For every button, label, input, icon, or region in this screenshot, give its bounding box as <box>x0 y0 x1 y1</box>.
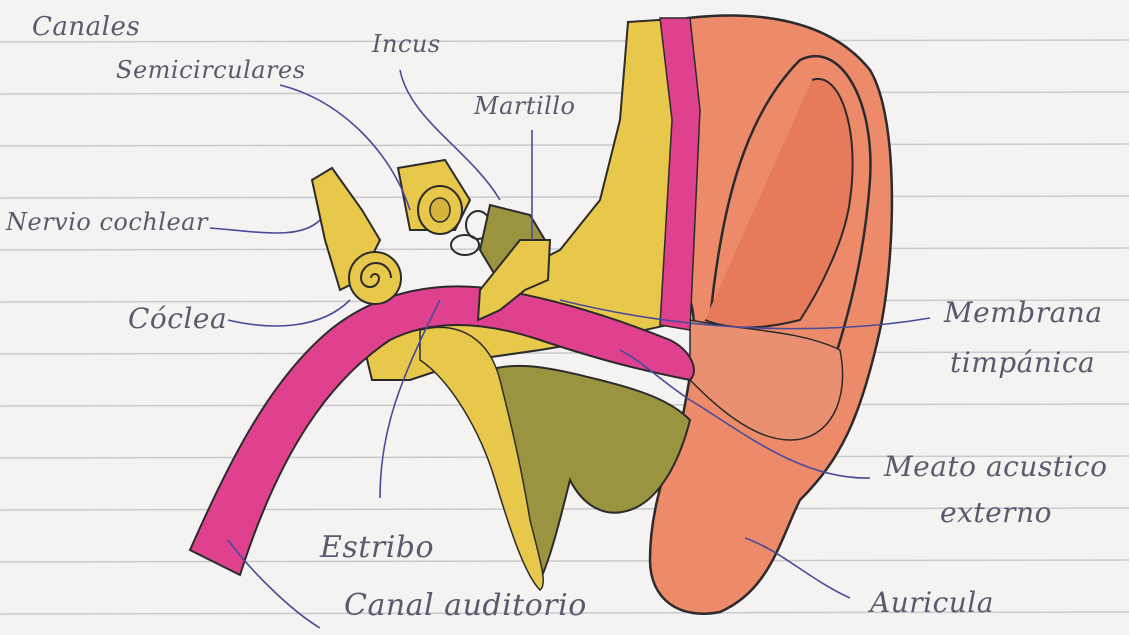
label-canales-line2: Semicirculares <box>116 56 306 84</box>
label-martillo: Martillo <box>474 92 575 120</box>
cochlea <box>349 252 401 304</box>
label-meato-line2: externo <box>940 496 1052 529</box>
label-canales-line1: Canales <box>32 12 140 42</box>
label-membrana-line2: timpánica <box>950 346 1095 379</box>
label-incus: Incus <box>372 30 441 58</box>
label-membrana-line1: Membrana <box>944 296 1103 329</box>
label-auricula: Auricula <box>870 586 994 619</box>
label-meato-line1: Meato acustico <box>884 450 1107 483</box>
label-canal-auditorio: Canal auditorio <box>344 588 587 623</box>
label-estribo: Estribo <box>320 530 434 565</box>
semicircular-canals <box>398 160 490 255</box>
label-nervio-cochlear: Nervio cochlear <box>6 208 208 236</box>
label-coclea: Cóclea <box>128 302 227 335</box>
